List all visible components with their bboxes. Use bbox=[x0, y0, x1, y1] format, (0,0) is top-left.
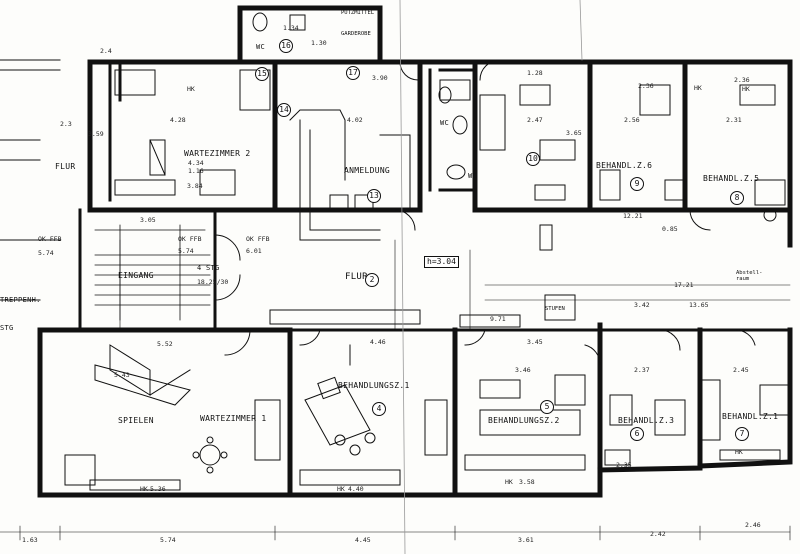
dim-12-21: 12.21 bbox=[623, 212, 643, 220]
hk-label-bz5: HK bbox=[742, 85, 750, 93]
dim-4-40: 4.40 bbox=[348, 485, 364, 493]
room-label-flur: FLUR bbox=[345, 272, 368, 282]
room-label-behandl-z-5: BEHANDL.Z.5 bbox=[703, 174, 760, 183]
hk-label-wz1: HK bbox=[140, 485, 148, 493]
dim-5-36: 5.36 bbox=[150, 485, 166, 493]
bottom-dim-4: 3.61 bbox=[518, 536, 534, 544]
room-number-2: 2 bbox=[365, 273, 379, 287]
room-number-10: 10 bbox=[526, 152, 540, 166]
dim-2-3: 2.3 bbox=[60, 120, 72, 128]
room-label-abstellraum: Abstell-raum bbox=[736, 270, 763, 282]
room-number-14: 14 bbox=[277, 103, 291, 117]
dim-2-56: 2.56 bbox=[624, 116, 640, 124]
room-label-wartezimmer-1: WARTEZIMMER 1 bbox=[200, 414, 267, 423]
dim-2-4: 2.4 bbox=[100, 47, 112, 55]
dim-5-52: 5.52 bbox=[157, 340, 173, 348]
dim-4-28: 4.28 bbox=[170, 116, 186, 124]
room-number-17: 17 bbox=[346, 66, 360, 80]
dim-3-59: 3.59 bbox=[88, 130, 104, 138]
dim-17-21: 17.21 bbox=[674, 281, 694, 289]
level-okffb-b-value: 5.74 bbox=[178, 247, 194, 255]
dim-3-65: 3.65 bbox=[566, 129, 582, 137]
room-number-13: 13 bbox=[367, 189, 381, 203]
ceiling-height-box: h=3.04 bbox=[424, 256, 459, 268]
room-label-wc-3: WC bbox=[468, 172, 478, 180]
room-label-spielen: SPIELEN bbox=[118, 416, 154, 425]
dim-2-37: 2.37 bbox=[634, 366, 650, 374]
level-okffb-c-value: 6.01 bbox=[246, 247, 262, 255]
bottom-dim-6: 2.46 bbox=[745, 521, 761, 529]
bottom-dim-3: 4.45 bbox=[355, 536, 371, 544]
room-number-6: 6 bbox=[630, 427, 644, 441]
hk-label-bz1: HK bbox=[337, 485, 345, 493]
dim-1-16: 1.16 bbox=[188, 167, 204, 175]
level-okffb-c: OK FFB bbox=[246, 235, 270, 243]
dim-2-31: 2.31 bbox=[726, 116, 742, 124]
room-label-wc-1: WC bbox=[256, 43, 266, 51]
bottom-dim-2: 5.74 bbox=[160, 536, 176, 544]
room-label-behandlungsz-1: BEHANDLUNGSZ.1 bbox=[338, 381, 410, 390]
dim-1-30: 1.30 bbox=[311, 39, 327, 47]
room-label-behandl-z-6: BEHANDL.Z.6 bbox=[596, 161, 653, 170]
level-okffb-a-value: 5.74 bbox=[38, 249, 54, 257]
dim-2-35: 2.35 bbox=[616, 461, 632, 469]
dim-3-42: 3.42 bbox=[634, 301, 650, 309]
label-stg: STG bbox=[0, 324, 14, 332]
hk-label-wz2: HK bbox=[187, 85, 195, 93]
label-garderobe: GARDEROBE bbox=[341, 31, 371, 37]
dim-5-43: 5.43 bbox=[114, 371, 130, 379]
hk-label-bz6: HK bbox=[694, 84, 702, 92]
room-label-anmeldung: ANMELDUNG bbox=[344, 166, 391, 175]
dim-13-65: 13.65 bbox=[689, 301, 709, 309]
dim-2-36b: 2.36 bbox=[638, 82, 654, 90]
dim-3-84: 3.84 bbox=[187, 182, 203, 190]
bottom-dim-1: 1.63 bbox=[22, 536, 38, 544]
dim-0-85: 0.85 bbox=[662, 225, 678, 233]
dim-4-46: 4.46 bbox=[370, 338, 386, 346]
hk-label-bz2: HK bbox=[505, 478, 513, 486]
level-okffb-a: OK FFB bbox=[38, 235, 62, 243]
room-number-7: 7 bbox=[735, 427, 749, 441]
room-number-9: 9 bbox=[630, 177, 644, 191]
dim-3-05: 3.05 bbox=[140, 216, 156, 224]
label-4-stg: 4 STG bbox=[197, 264, 220, 272]
level-okffb-b: OK FFB bbox=[178, 235, 202, 243]
room-number-5: 5 bbox=[540, 400, 554, 414]
room-label-behandl-z-3: BEHANDL.Z.3 bbox=[618, 416, 675, 425]
dim-3-46: 3.46 bbox=[515, 366, 531, 374]
room-label-treppenhaus: TREPPENH. bbox=[0, 296, 41, 304]
room-number-4: 4 bbox=[372, 402, 386, 416]
dim-4-02: 4.02 bbox=[347, 116, 363, 124]
room-label-eingang: EINGANG bbox=[118, 271, 154, 280]
hk-label-bz1-right: HK bbox=[735, 448, 743, 456]
room-number-8: 8 bbox=[730, 191, 744, 205]
dim-1-28: 1.28 bbox=[527, 69, 543, 77]
room-number-16: 16 bbox=[279, 39, 293, 53]
room-number-15: 15 bbox=[255, 67, 269, 81]
room-label-behandlungsz-2: BEHANDLUNGSZ.2 bbox=[488, 416, 560, 425]
dim-1-34: 1.34 bbox=[283, 24, 299, 32]
dim-2-36: 2.36 bbox=[734, 76, 750, 84]
room-label-behandl-z-1: BEHANDL.Z.1 bbox=[722, 412, 779, 421]
dim-3-45: 3.45 bbox=[527, 338, 543, 346]
room-label-wartezimmer-2: WARTEZIMMER 2 bbox=[184, 149, 251, 158]
bottom-dim-5: 2.42 bbox=[650, 530, 666, 538]
dim-9-71: 9.71 bbox=[490, 315, 506, 323]
label-putzmittel: PUTZMITTEL bbox=[341, 10, 375, 16]
dim-4-34: 4.34 bbox=[188, 159, 204, 167]
room-label-wc-2: WC bbox=[440, 119, 450, 127]
stair-ratio: 18.25/30 bbox=[197, 278, 229, 286]
dim-2-47: 2.47 bbox=[527, 116, 543, 124]
dim-3-58: 3.58 bbox=[519, 478, 535, 486]
room-label-flur-left: FLUR bbox=[55, 162, 76, 171]
label-stufen: STUFEN bbox=[545, 306, 565, 312]
dim-2-45: 2.45 bbox=[733, 366, 749, 374]
dim-3-90: 3.90 bbox=[372, 74, 388, 82]
